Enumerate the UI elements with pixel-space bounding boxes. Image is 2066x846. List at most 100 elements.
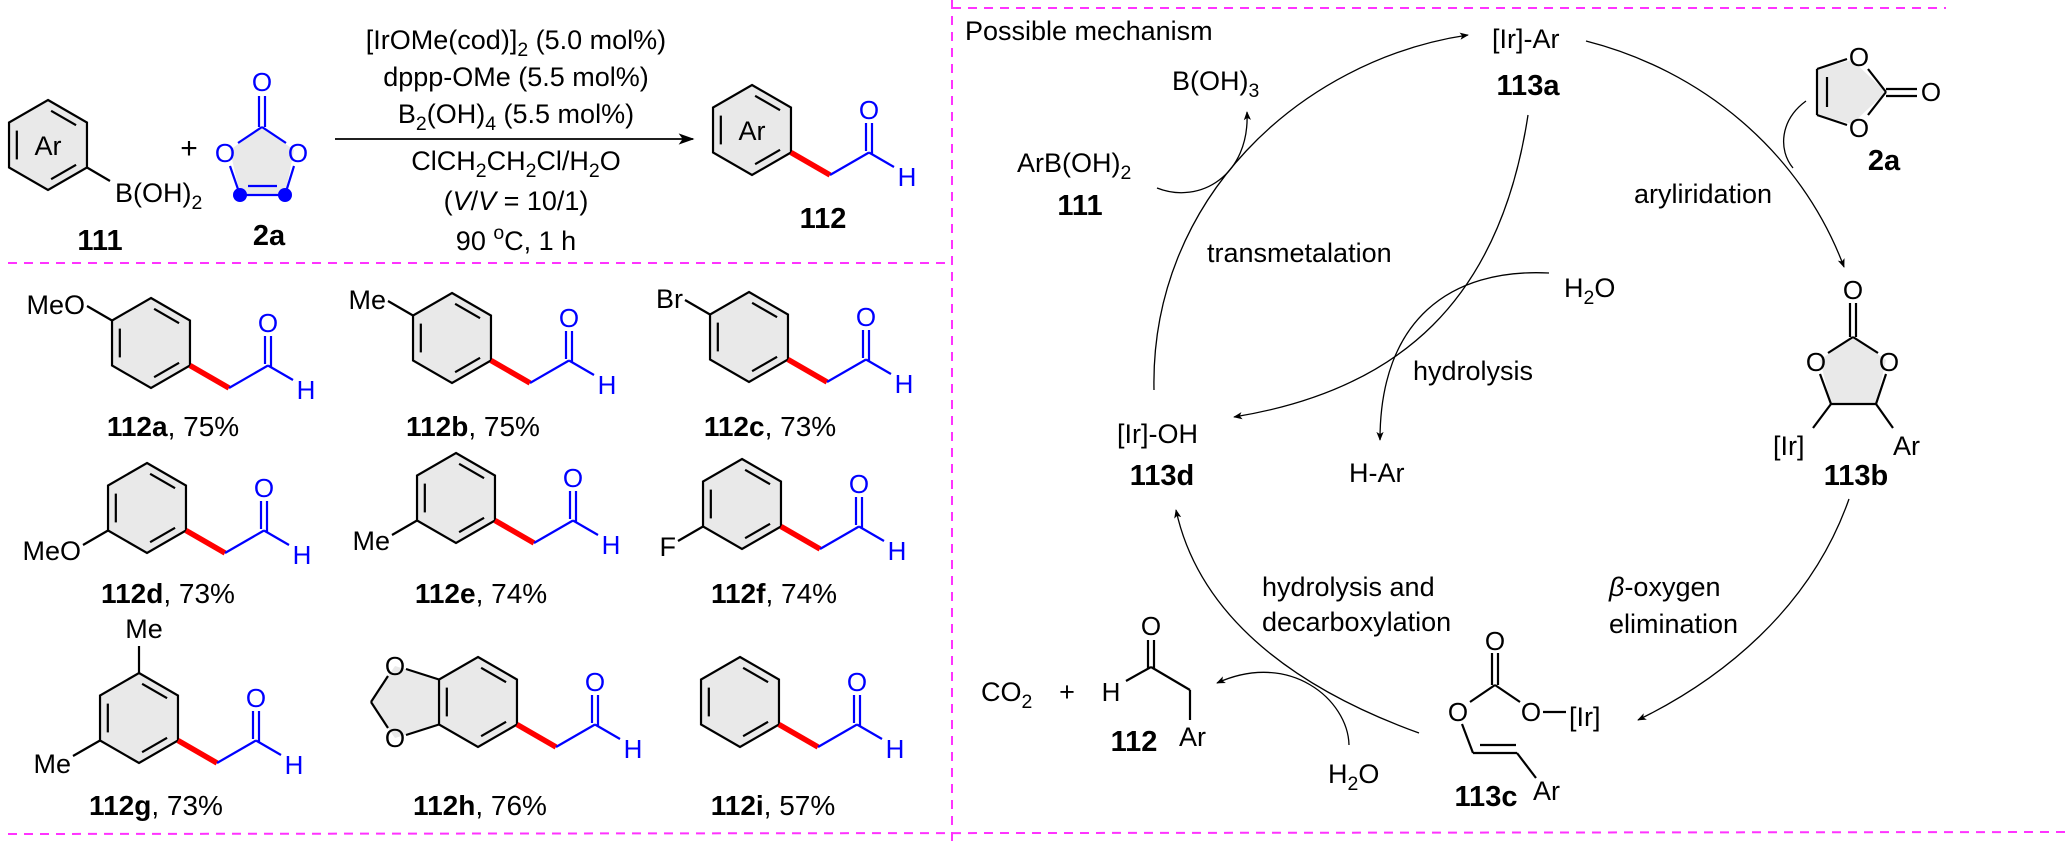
- c-h-bond: [572, 519, 599, 536]
- bond: [261, 126, 287, 144]
- atom-oxygen: O: [559, 303, 579, 333]
- condition-catalyst-part: [IrOMe(cod)]: [366, 25, 518, 55]
- atom-oxygen: O: [849, 469, 869, 499]
- step-elimination: elimination: [1609, 609, 1738, 639]
- atom-hydrogen-part: H: [297, 375, 316, 405]
- compound-id-113a: 113a: [1497, 70, 1561, 102]
- substituent-label: Me: [352, 526, 390, 556]
- c-h-bond: [1125, 666, 1152, 682]
- water: H2O: [1564, 273, 1615, 309]
- atom-oxygen-part: O: [1485, 626, 1505, 656]
- atom-oxygen: O: [246, 683, 266, 713]
- bond: [1816, 113, 1848, 127]
- double-bond-line: [480, 720, 507, 738]
- substituent-bond: [391, 519, 418, 536]
- step-beta-oxygen-part: -oxygen: [1624, 572, 1720, 602]
- c-b-bond: [86, 166, 111, 182]
- double-bond-line: [454, 356, 481, 374]
- c-h-bond: [868, 151, 895, 168]
- atom-oxygen: O: [1849, 113, 1869, 143]
- double-bond-line: [153, 361, 180, 379]
- atom-oxygen: O: [1843, 275, 1863, 305]
- compound-label-part: , 75%: [468, 411, 540, 442]
- boronic-acid-group-part: B(OH): [115, 178, 192, 208]
- compound-id-113a-part: 113a: [1497, 70, 1561, 102]
- atom-oxygen: O: [1521, 697, 1541, 727]
- c-h-bond: [568, 359, 595, 376]
- bond: [1852, 336, 1879, 354]
- double-bond-line: [480, 666, 507, 684]
- condition-temperature-time-part: o: [493, 222, 504, 244]
- compound-label-part: 112i: [711, 790, 764, 821]
- double-bond-line: [744, 468, 771, 486]
- vinylene-carbonate-2a: OOO: [1815, 42, 1941, 143]
- new-c-c-bond: [176, 738, 219, 766]
- benzene-ring: [411, 291, 493, 385]
- iridium-label-part: [Ir]: [1569, 702, 1601, 732]
- condition-temperature-time-part: 90: [456, 226, 494, 256]
- benzene-ring: [699, 655, 781, 749]
- compound-label-part: , 57%: [764, 790, 836, 821]
- mechanism-title-part: Possible mechanism: [965, 16, 1213, 46]
- atom-hydrogen-part: H: [602, 530, 621, 560]
- bond: [1875, 403, 1894, 429]
- atom-hydrogen-part: H: [895, 369, 914, 399]
- atom-oxygen-part: O: [1843, 275, 1863, 305]
- condition-solvent-ratio: (V/V = 10/1): [444, 186, 589, 216]
- atom-oxygen: O: [254, 473, 274, 503]
- c-c-bond: [533, 519, 574, 544]
- atom-hydrogen-part: H: [285, 750, 304, 780]
- double-bond-line: [141, 682, 168, 700]
- condition-temperature-time: 90 oC, 1 h: [456, 222, 576, 256]
- benzene-ring: [106, 461, 188, 555]
- atom-hydrogen: H: [888, 536, 907, 566]
- step-hydrolysis-and: hydrolysis and: [1262, 572, 1435, 602]
- atom-oxygen-part: O: [1141, 611, 1161, 641]
- atom-oxygen-part: O: [1521, 697, 1541, 727]
- bond: [1874, 373, 1888, 405]
- benzene-ring: [437, 655, 519, 749]
- atom-oxygen-part: O: [1879, 347, 1899, 377]
- plus-sign: +: [180, 132, 198, 165]
- compound-label-part: 112d: [101, 578, 163, 609]
- compound-label-part: , 73%: [765, 411, 837, 442]
- arene-byproduct-part: H-Ar: [1349, 458, 1405, 488]
- atom-oxygen: O: [385, 651, 405, 681]
- atom-oxygen-part: O: [246, 683, 266, 713]
- double-bond-line: [754, 94, 781, 112]
- atom-oxygen: O: [252, 67, 272, 97]
- plus-sign-part: +: [1059, 677, 1075, 707]
- arene-byproduct: H-Ar: [1349, 458, 1405, 488]
- c-c-bond: [224, 529, 265, 554]
- aryl-label-part: Ar: [1533, 776, 1560, 806]
- c-c-bond: [228, 364, 269, 389]
- double-bond-line: [149, 472, 176, 490]
- aryl-label: Ar: [1533, 776, 1560, 806]
- iridium-aryl-part: [Ir]-Ar: [1492, 24, 1560, 54]
- compound-id-111-part: 111: [1057, 190, 1102, 222]
- condition-solvent-part: 2: [476, 160, 487, 182]
- substituent-label: MeO: [22, 536, 81, 566]
- carbon-dioxide-part: CO: [981, 677, 1022, 707]
- condition-solvent-part: ClCH: [411, 146, 476, 176]
- condition-solvent: ClCH2CH2Cl/H2O: [411, 146, 620, 182]
- arrow-2a-join: [1782, 100, 1807, 169]
- atom-oxygen-part: O: [288, 138, 308, 168]
- aryl-ring-112: [711, 83, 793, 177]
- condition-solvent-ratio-part: = 10/1): [496, 186, 588, 216]
- substituent-label-part: MeO: [26, 290, 85, 320]
- atom-oxygen: O: [1141, 611, 1161, 641]
- substituent-label: Me: [348, 285, 386, 315]
- condition-catalyst-part: 2: [517, 39, 528, 61]
- compound-id-111-part: 111: [77, 225, 122, 257]
- compound-id-113d: 113d: [1130, 460, 1195, 492]
- condition-ligand-part: dppp-OMe (5.5 mol%): [383, 62, 649, 92]
- substituent-label: MeO: [26, 290, 85, 320]
